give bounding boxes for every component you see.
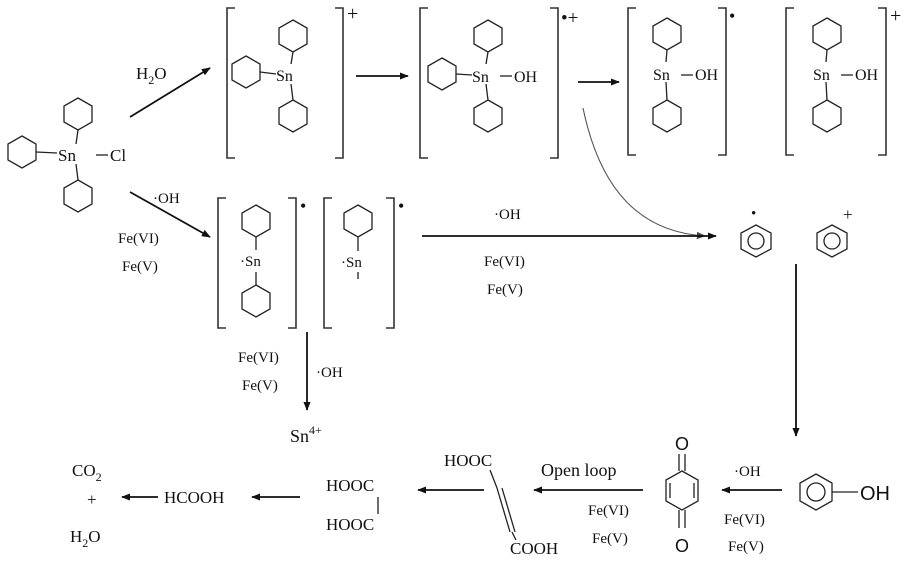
reagent-fe5-5: Fe(V) <box>592 531 628 547</box>
diphenyltin-hydroxide-radical-bracket: • Sn OH <box>627 6 735 156</box>
phenyl-radical: • <box>740 206 772 258</box>
open-loop-label: Open loop <box>541 460 617 480</box>
b4-sn-label: Sn <box>813 67 830 84</box>
final-products: CO2 + H2O <box>70 461 102 550</box>
reagents-down: Fe(VI) Fe(V) ·OH <box>238 350 343 394</box>
b2-oh-label: OH <box>514 69 538 86</box>
charge-plus-1: + <box>347 3 358 25</box>
oxalic-hooc-top: HOOC <box>326 476 374 495</box>
diphenyltin-radical-bracket: • ·Sn <box>217 196 306 329</box>
reagent-oh-2: ·OH <box>494 207 521 223</box>
phenyl-cation-plus: + <box>843 205 853 224</box>
b2-sn-label: Sn <box>472 69 489 86</box>
monophenyltin-radical-bracket: • ·Sn <box>323 196 404 329</box>
reagent-fe6-4: Fe(VI) <box>724 512 765 528</box>
start-sn-label: Sn <box>58 146 76 165</box>
reagent-oh-3: ·OH <box>316 365 343 381</box>
maleic-cooh: COOH <box>510 539 558 558</box>
tin-ion-product: Sn4+ <box>290 423 322 446</box>
b1-sn-label: Sn <box>276 68 293 85</box>
arrow-curved-to-phenyl <box>582 107 706 240</box>
maleic-hooc: HOOC <box>444 451 492 470</box>
reagent-fe5-1: Fe(V) <box>122 259 158 275</box>
start-cl-label: Cl <box>110 146 126 165</box>
co2-label: CO2 <box>72 461 102 484</box>
arrow-hydrolysis <box>129 67 211 118</box>
b5-sn-label: ·Sn <box>240 254 261 270</box>
reagents-quinone: Fe(VI) Fe(V) <box>588 503 629 547</box>
phenol: OH <box>799 473 890 511</box>
charge-plus-2: + <box>890 5 901 27</box>
b4-oh-label: OH <box>855 67 879 84</box>
b3-sn-label: Sn <box>653 67 670 84</box>
benzoquinone: O O <box>665 434 699 556</box>
water-reagent: H2O <box>136 64 167 87</box>
charge-radical-3: • <box>398 196 404 216</box>
plus-sign: + <box>87 490 97 509</box>
reagent-fe5-4: Fe(V) <box>728 539 764 555</box>
quinone-o-top: O <box>675 434 689 454</box>
b3-oh-label: OH <box>695 67 719 84</box>
reagent-fe6-5: Fe(VI) <box>588 503 629 519</box>
quinone-o-bottom: O <box>675 536 689 556</box>
h2o-label: H2O <box>70 527 101 550</box>
triphenyltin-chloride: Sn Cl <box>7 97 126 213</box>
reagent-fe6-2: Fe(VI) <box>484 254 525 270</box>
reagent-fe5-3: Fe(V) <box>242 378 278 394</box>
oxalic-acid: HOOC HOOC <box>326 476 379 534</box>
phenyl-radical-dot: • <box>751 206 756 222</box>
maleic-acid: HOOC COOH <box>444 451 558 558</box>
charge-radical-2: • <box>300 196 306 216</box>
b6-sn-label: ·Sn <box>341 255 362 271</box>
reagent-fe6-3: Fe(VI) <box>238 350 279 366</box>
formic-acid: HCOOH <box>164 488 224 507</box>
reagent-oh-1: ·OH <box>153 191 180 207</box>
reagent-fe6-1: Fe(VI) <box>118 231 159 247</box>
reagents-right-middle: ·OH Fe(VI) Fe(V) <box>484 207 525 298</box>
charge-radical-plus: •+ <box>561 8 578 29</box>
diphenyltin-hydroxide-cation-bracket: + Sn OH <box>785 5 901 156</box>
phenol-oh-label: OH <box>860 483 890 505</box>
reagents-phenol: ·OH Fe(VI) Fe(V) <box>724 464 765 555</box>
reagent-oh-4: ·OH <box>734 464 761 480</box>
charge-radical-1: • <box>729 6 735 26</box>
arrow-start-to-b5 <box>129 191 211 238</box>
reagent-fe5-2: Fe(V) <box>487 282 523 298</box>
reagents-left-middle: ·OH Fe(VI) Fe(V) <box>118 191 180 275</box>
triphenyltin-hydroxide-radical-cation-bracket: •+ Sn OH <box>419 7 578 159</box>
oxalic-hooc-bottom: HOOC <box>326 515 374 534</box>
triphenyltin-cation-bracket: + Sn <box>226 3 358 159</box>
phenyl-cation: + <box>816 205 853 258</box>
